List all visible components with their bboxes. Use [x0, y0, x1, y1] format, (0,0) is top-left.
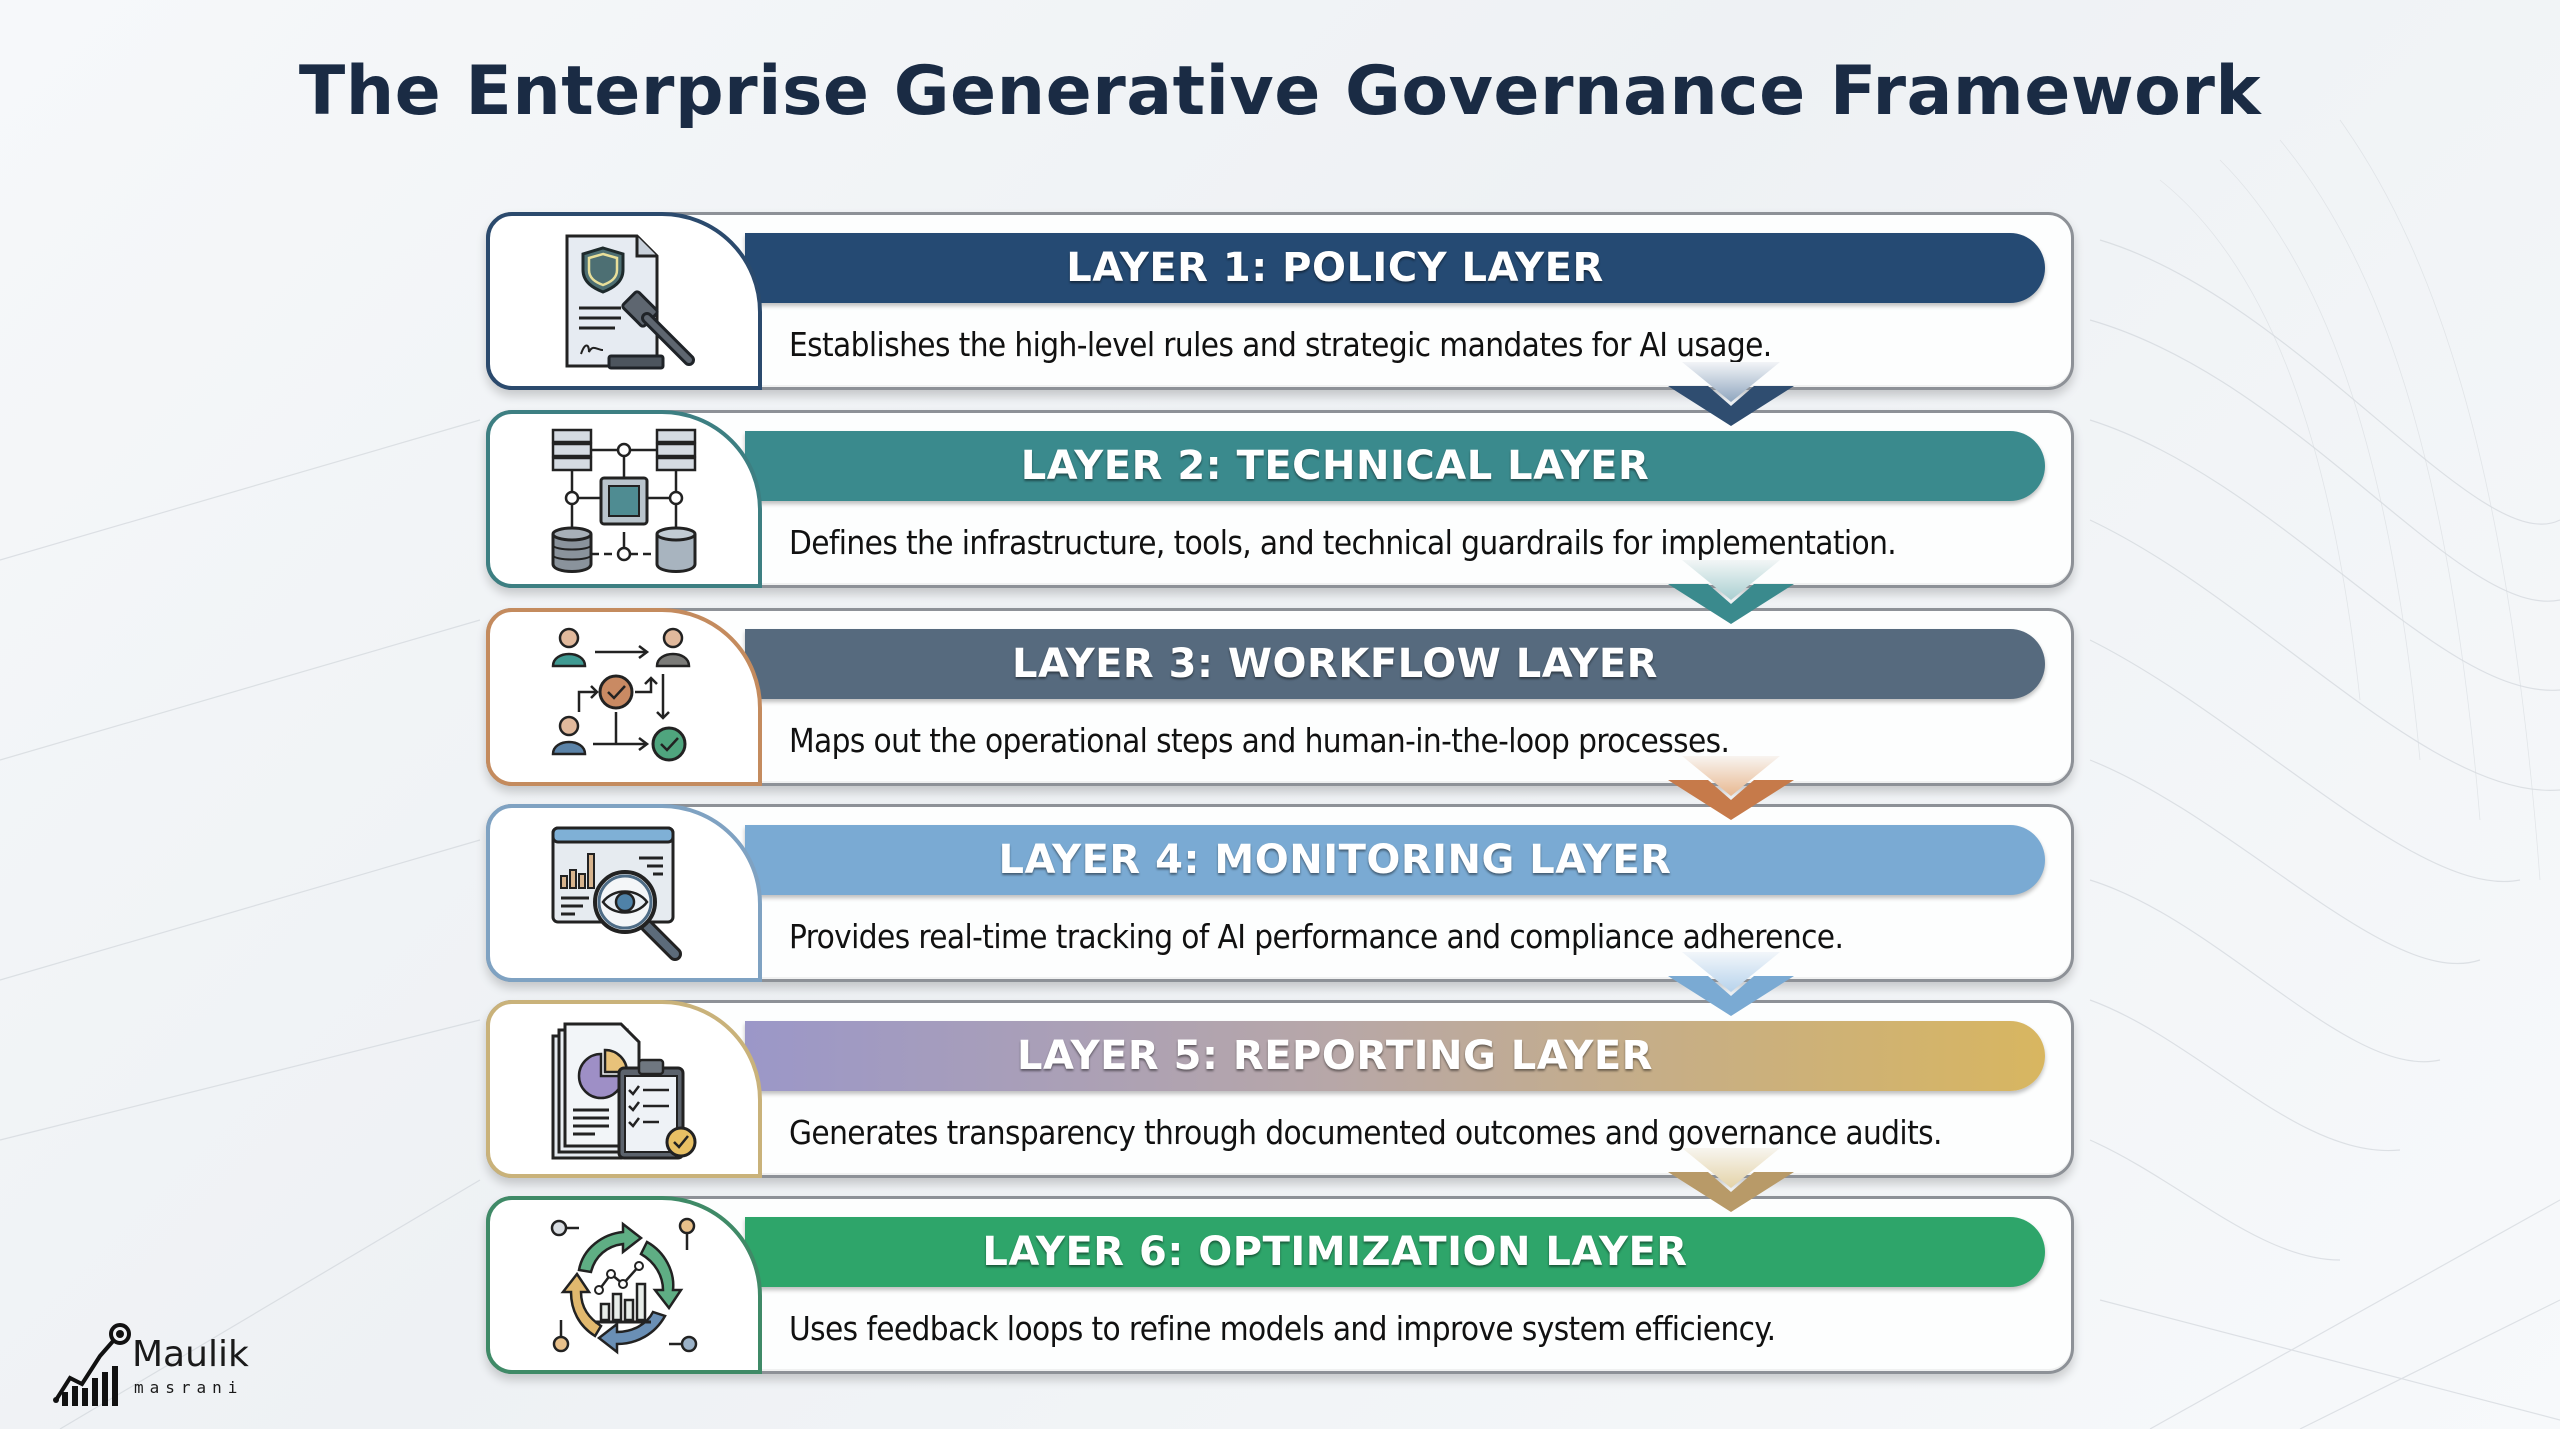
- report-clipboard-check-icon: [551, 1022, 697, 1160]
- layer-title-band: LAYER 2: TECHNICAL LAYER: [745, 431, 2045, 501]
- logo-name: Maulik: [132, 1334, 249, 1375]
- layer-icon-box: [486, 1196, 762, 1374]
- layer-description: Defines the infrastructure, tools, and t…: [789, 523, 1897, 562]
- layer-title: LAYER 6: OPTIMIZATION LAYER: [982, 1229, 1688, 1275]
- chevron-down-icon: [1668, 362, 1794, 426]
- chevron-down-icon: [1668, 560, 1794, 624]
- layer-title: LAYER 3: WORKFLOW LAYER: [1012, 641, 1658, 687]
- layer-title-band: LAYER 3: WORKFLOW LAYER: [745, 629, 2045, 699]
- layer-title-band: LAYER 6: OPTIMIZATION LAYER: [745, 1217, 2045, 1287]
- layer-icon-box: [486, 1000, 762, 1178]
- layer-card-technical: LAYER 2: TECHNICAL LAYER Defines the inf…: [486, 410, 2074, 588]
- server-chip-database-icon: [551, 428, 697, 573]
- layer-card-reporting: LAYER 5: REPORTING LAYER Generates trans…: [486, 1000, 2074, 1178]
- layer-description: Establishes the high-level rules and str…: [789, 325, 1772, 364]
- layer-title-band: LAYER 4: MONITORING LAYER: [745, 825, 2045, 895]
- layer-title: LAYER 2: TECHNICAL LAYER: [1020, 443, 1650, 489]
- layer-title-band: LAYER 5: REPORTING LAYER: [745, 1021, 2045, 1091]
- layer-title: LAYER 4: MONITORING LAYER: [998, 837, 1672, 883]
- layer-description: Generates transparency through documente…: [789, 1113, 1942, 1152]
- logo-subtitle: masrani: [134, 1378, 244, 1397]
- growth-chart-logo-icon: [53, 1323, 131, 1406]
- layer-title-band: LAYER 1: POLICY LAYER: [745, 233, 2045, 303]
- chevron-down-icon: [1668, 952, 1794, 1016]
- brand-logo: Maulik masrani: [52, 1322, 252, 1412]
- page-title: The Enterprise Generative Governance Fra…: [298, 52, 2262, 131]
- layer-title: LAYER 5: REPORTING LAYER: [1017, 1033, 1653, 1079]
- policy-gavel-document-icon: [565, 234, 695, 370]
- layer-description: Provides real-time tracking of AI perfor…: [789, 917, 1844, 956]
- layer-description: Maps out the operational steps and human…: [789, 721, 1730, 760]
- layer-card-workflow: LAYER 3: WORKFLOW LAYER Maps out the ope…: [486, 608, 2074, 786]
- workflow-people-icon: [551, 627, 691, 762]
- layer-icon-box: [486, 804, 762, 982]
- layer-card-policy: LAYER 1: POLICY LAYER Establishes the hi…: [486, 212, 2074, 390]
- layer-card-monitoring: LAYER 4: MONITORING LAYER Provides real-…: [486, 804, 2074, 982]
- dashboard-magnifier-eye-icon: [551, 826, 682, 961]
- feedback-loop-chart-icon: [550, 1217, 698, 1355]
- layer-icon-box: [486, 608, 762, 786]
- layer-icon-box: [486, 410, 762, 588]
- layer-title: LAYER 1: POLICY LAYER: [1066, 245, 1604, 291]
- layer-description: Uses feedback loops to refine models and…: [789, 1309, 1776, 1348]
- chevron-down-icon: [1668, 1148, 1794, 1212]
- chevron-down-icon: [1668, 756, 1794, 820]
- layer-icon-box: [486, 212, 762, 390]
- layer-card-optimization: LAYER 6: OPTIMIZATION LAYER Uses feedbac…: [486, 1196, 2074, 1374]
